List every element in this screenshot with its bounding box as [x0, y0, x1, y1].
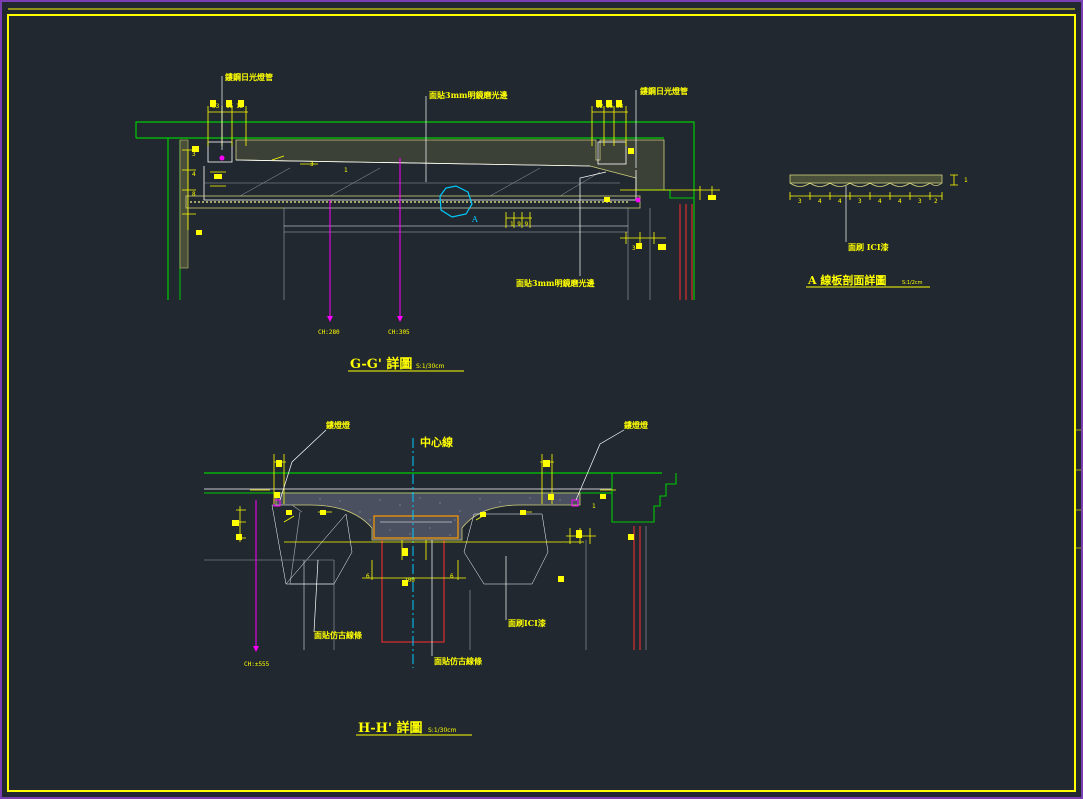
gg-level-right: CH:305: [388, 329, 410, 336]
gg-detail: 331512 121533 348 13 1 9 9 38 鏤鋼日光燈管 鏤鋼日…: [135, 72, 720, 372]
svg-text:3: 3: [858, 198, 862, 205]
hh-label-center-bottom: 面貼仿古線條: [434, 656, 482, 666]
svg-text:3: 3: [632, 245, 636, 252]
gg-label-left-tube: 鏤鋼日光燈管: [225, 72, 273, 82]
svg-text:6: 6: [366, 573, 370, 580]
svg-text:3: 3: [918, 198, 922, 205]
svg-text:1: 1: [592, 503, 596, 510]
svg-text:4: 4: [838, 198, 842, 205]
drawing-frame: [7, 14, 1076, 792]
svg-text:1 9 9: 1 9 9: [510, 221, 528, 228]
svg-text:4: 4: [878, 198, 882, 205]
gg-scale: S:1/30cm: [416, 363, 445, 370]
hh-scale: S:1/30cm: [428, 727, 457, 734]
hh-label-centerline: 中心線: [420, 435, 453, 449]
svg-text:2: 2: [934, 198, 938, 205]
a-title: A 線板剖面詳圖: [807, 273, 886, 287]
gg-label-mark-a: A: [471, 215, 478, 224]
svg-text:3: 3: [310, 161, 314, 168]
hh-label-right-bottom: 面刷ICI漆: [508, 618, 546, 628]
a-detail: 3 4 4 3 4 4 3 2 1 面刷 ICI漆 A 線板剖面詳圖 S:1/2cm: [789, 174, 968, 288]
hh-label-left-bottom: 面貼仿古線條: [314, 630, 362, 640]
svg-text:3: 3: [192, 151, 196, 158]
a-scale: S:1/2cm: [902, 280, 923, 286]
hh-title: H-H' 詳圖: [358, 720, 422, 736]
svg-text:6: 6: [450, 573, 454, 580]
gg-label-bottom-note: 面貼3mm明鏡磨光邊: [516, 278, 595, 288]
gg-title: G-G' 詳圖: [350, 356, 412, 372]
svg-text:4: 4: [818, 198, 822, 205]
hh-label-left-light: 鏤燈燈: [326, 420, 351, 430]
svg-text:8: 8: [192, 191, 196, 198]
gg-label-top-note: 面貼3mm明鏡磨光邊: [429, 90, 508, 100]
a-label: 面刷 ICI漆: [848, 242, 889, 252]
svg-text:3: 3: [798, 198, 802, 205]
hh-label-right-light: 鏤燈燈: [624, 420, 649, 430]
svg-text:4: 4: [192, 171, 196, 178]
hh-detail: 6 6 200 1 鏤燈燈 鏤燈燈 中心線 面貼仿古線條 面貼仿古線條 面刷ICI漆…: [204, 420, 677, 736]
gg-label-right-tube: 鏤鋼日光燈管: [640, 86, 688, 96]
svg-text:1: 1: [344, 167, 348, 174]
svg-text:1: 1: [964, 177, 968, 184]
gg-level-left: CH:280: [318, 329, 340, 336]
svg-text:4: 4: [898, 198, 902, 205]
hh-level: CH:±555: [244, 661, 270, 668]
svg-text:200: 200: [404, 577, 415, 584]
